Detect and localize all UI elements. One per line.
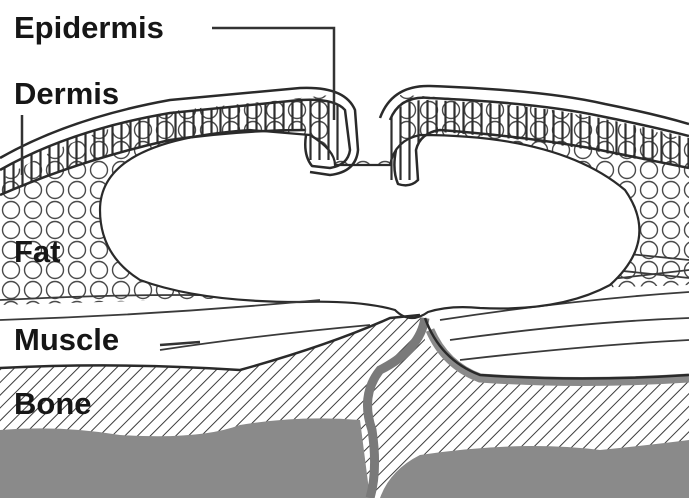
label-epidermis: Epidermis <box>14 10 164 45</box>
label-bone: Bone <box>14 386 92 421</box>
label-fat: Fat <box>14 234 61 269</box>
label-muscle: Muscle <box>14 322 119 357</box>
wound-cavity <box>100 130 639 318</box>
label-dermis: Dermis <box>14 76 119 111</box>
